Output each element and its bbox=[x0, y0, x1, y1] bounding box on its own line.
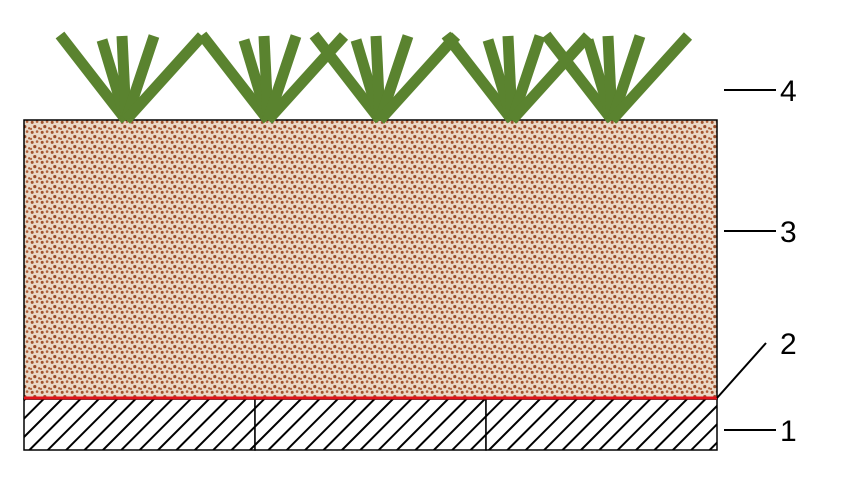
leader-line-2 bbox=[716, 342, 767, 399]
grass-blade bbox=[541, 31, 617, 124]
grass-blade bbox=[309, 31, 385, 124]
grass-tuft-icon bbox=[309, 31, 461, 124]
grass-tuft-icon bbox=[541, 31, 693, 124]
grass-blade bbox=[507, 32, 593, 124]
foundation-block-right bbox=[485, 398, 718, 451]
grass-blade bbox=[606, 34, 646, 122]
grass-blade bbox=[506, 34, 546, 122]
foundation-block-left bbox=[23, 398, 256, 451]
foundation-layer bbox=[23, 398, 718, 451]
grass-tuft-icon bbox=[55, 31, 207, 124]
callout-label-2: 2 bbox=[780, 328, 797, 361]
grass-tuft-icon bbox=[441, 31, 593, 124]
foundation-block-middle bbox=[254, 398, 487, 451]
grass-blade bbox=[375, 32, 461, 124]
callout-label-3: 3 bbox=[780, 216, 797, 249]
vegetation-layer bbox=[55, 31, 693, 124]
callout-label-1: 1 bbox=[780, 415, 797, 448]
grass-blade bbox=[607, 32, 693, 124]
grass-blade bbox=[197, 31, 273, 124]
grass-blade bbox=[55, 31, 131, 124]
grass-blade bbox=[374, 34, 414, 122]
grass-blade bbox=[121, 32, 207, 124]
grass-blade bbox=[120, 34, 160, 122]
grass-blade bbox=[441, 31, 517, 124]
callout-label-4: 4 bbox=[780, 75, 797, 108]
grass-blade bbox=[262, 34, 302, 122]
soil-substrate-layer bbox=[23, 119, 718, 400]
